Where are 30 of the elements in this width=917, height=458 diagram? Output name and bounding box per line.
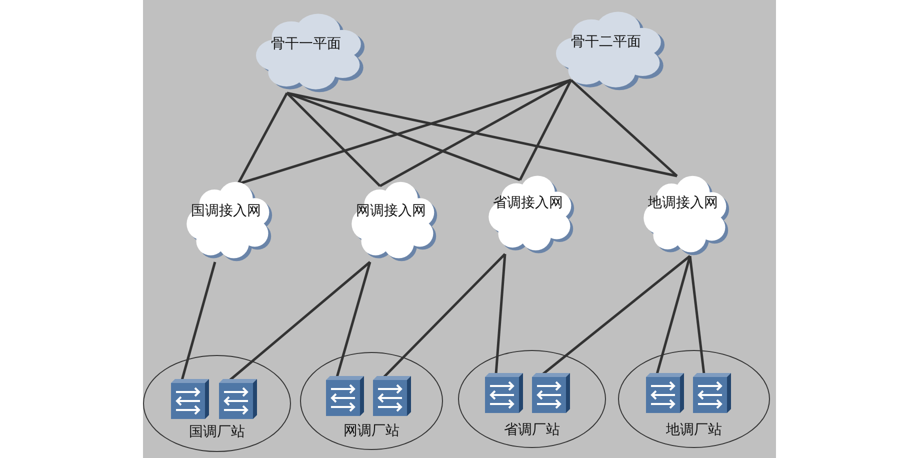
connection-line — [494, 254, 506, 374]
connection-line — [286, 92, 678, 178]
site-ellipse — [300, 352, 443, 450]
cloud-label: 地调接入网 — [648, 194, 718, 212]
connection-line — [379, 78, 572, 188]
connection-line — [518, 79, 572, 181]
site-label: 地调厂站 — [666, 421, 722, 439]
connection-line — [542, 255, 691, 375]
site-label: 网调厂站 — [344, 422, 400, 440]
connection-line — [236, 92, 288, 185]
cloud-label: 骨干一平面 — [271, 35, 341, 53]
connection-line — [286, 92, 381, 187]
connection-line — [383, 253, 506, 378]
connection-line — [336, 262, 372, 378]
cloud-label: 省调接入网 — [493, 194, 563, 212]
site-label: 国调厂站 — [189, 423, 245, 441]
connection-line — [238, 78, 572, 186]
connection-line — [570, 79, 678, 177]
connection-line — [286, 92, 520, 182]
connection-line — [688, 256, 706, 374]
site-ellipse — [618, 350, 770, 448]
site-label: 省调厂站 — [504, 421, 560, 439]
cloud-label: 网调接入网 — [356, 202, 426, 220]
connection-line — [180, 262, 216, 380]
site-ellipse — [143, 355, 291, 452]
connection-line — [656, 256, 692, 374]
cloud-label: 国调接入网 — [191, 202, 261, 220]
cloud-label: 骨干二平面 — [571, 33, 641, 51]
site-ellipse — [458, 350, 606, 448]
connection-line — [229, 261, 371, 381]
